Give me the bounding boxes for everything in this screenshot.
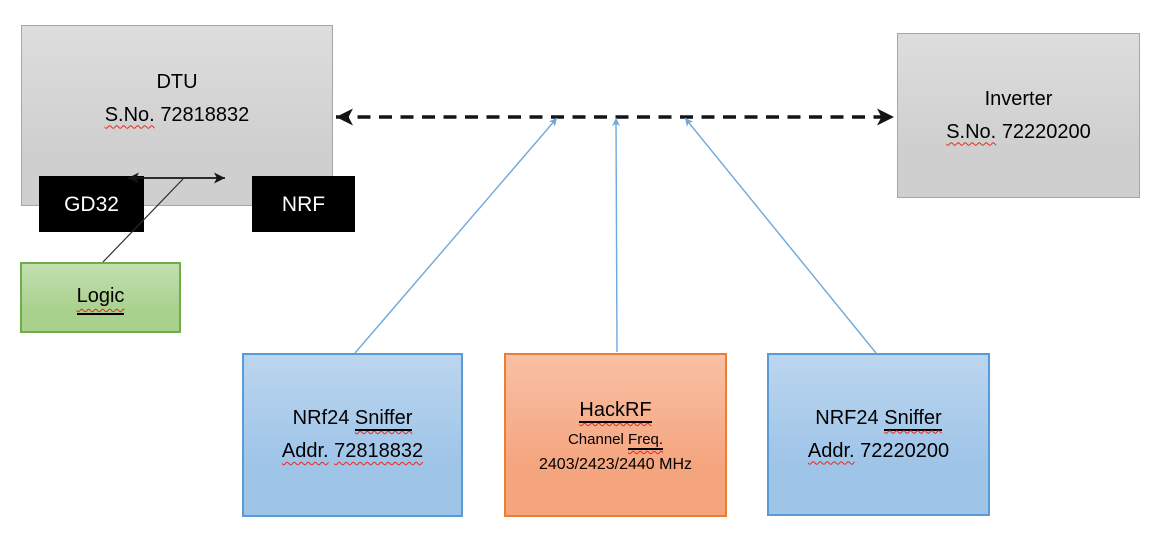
dtu-title: DTU: [156, 66, 197, 99]
dtu-name: DTU: [156, 70, 198, 93]
dtu-serial: S.No.72818832: [105, 99, 250, 132]
sniffer2-addr-label: Addr.: [807, 439, 855, 462]
hackrf-title: HackRF: [579, 399, 652, 421]
logic-label-underline: Logic: [76, 280, 125, 315]
sniffer2-title-underline: Sniffer: [884, 406, 942, 431]
hackrf-freq-underline: Freq.: [628, 431, 664, 450]
inverter-serial-number: 72220200: [1001, 120, 1091, 143]
inverter-serial: S.No.72220200: [946, 116, 1091, 149]
inverter-title: Inverter: [985, 83, 1053, 116]
gd32-label: GD32: [64, 192, 119, 216]
sniffer1-addr-label: Addr.: [281, 440, 329, 462]
logic-label: Logic: [76, 285, 125, 307]
hackrf-title-underline: HackRF: [579, 399, 652, 423]
hackrf-title-line: HackRF: [579, 393, 652, 427]
hackrf-frequencies: 2403/2423/2440 MHz: [539, 456, 692, 473]
sniffer1-title-underline: Sniffer: [354, 407, 413, 431]
hackrf-channel-label: Channel: [567, 431, 624, 448]
sniffer1-title-word: Sniffer: [354, 407, 413, 429]
nrf-chip: NRF: [252, 176, 355, 232]
hackrf-connector-line: [612, 117, 621, 353]
inverter-serial-label: S.No.: [946, 120, 997, 143]
sniffer1-title-prefix: NRf24: [292, 407, 350, 429]
sniffer1-address: Addr.72818832: [282, 435, 423, 468]
sniffer2-addr-number: 72220200: [860, 439, 950, 462]
sniffer1-addr-number: 72818832: [334, 440, 424, 462]
hackrf-freq-label: Freq.: [628, 431, 664, 448]
gd32-chip: GD32: [39, 176, 144, 232]
hackrf-frequencies-line: 2403/2423/2440 MHz: [539, 452, 692, 477]
inverter-box: Inverter S.No.72220200: [897, 33, 1140, 198]
logic-box: Logic: [20, 262, 181, 333]
dtu-box: DTU S.No.72818832 GD32 NRF: [21, 25, 355, 232]
sniffer2-title-prefix: NRF24: [815, 406, 879, 429]
dtu-serial-number: 72818832: [160, 103, 250, 126]
sniffer2-title-word: Sniffer: [884, 406, 942, 429]
dtu-serial-label: S.No.: [104, 103, 155, 126]
sniffer1-connector-line: [354, 117, 558, 354]
sniffer2-connector-line: [684, 117, 877, 354]
inverter-name: Inverter: [984, 87, 1053, 110]
nrf-label: NRF: [281, 192, 326, 216]
sniffer2-address: Addr.72220200: [808, 435, 949, 468]
